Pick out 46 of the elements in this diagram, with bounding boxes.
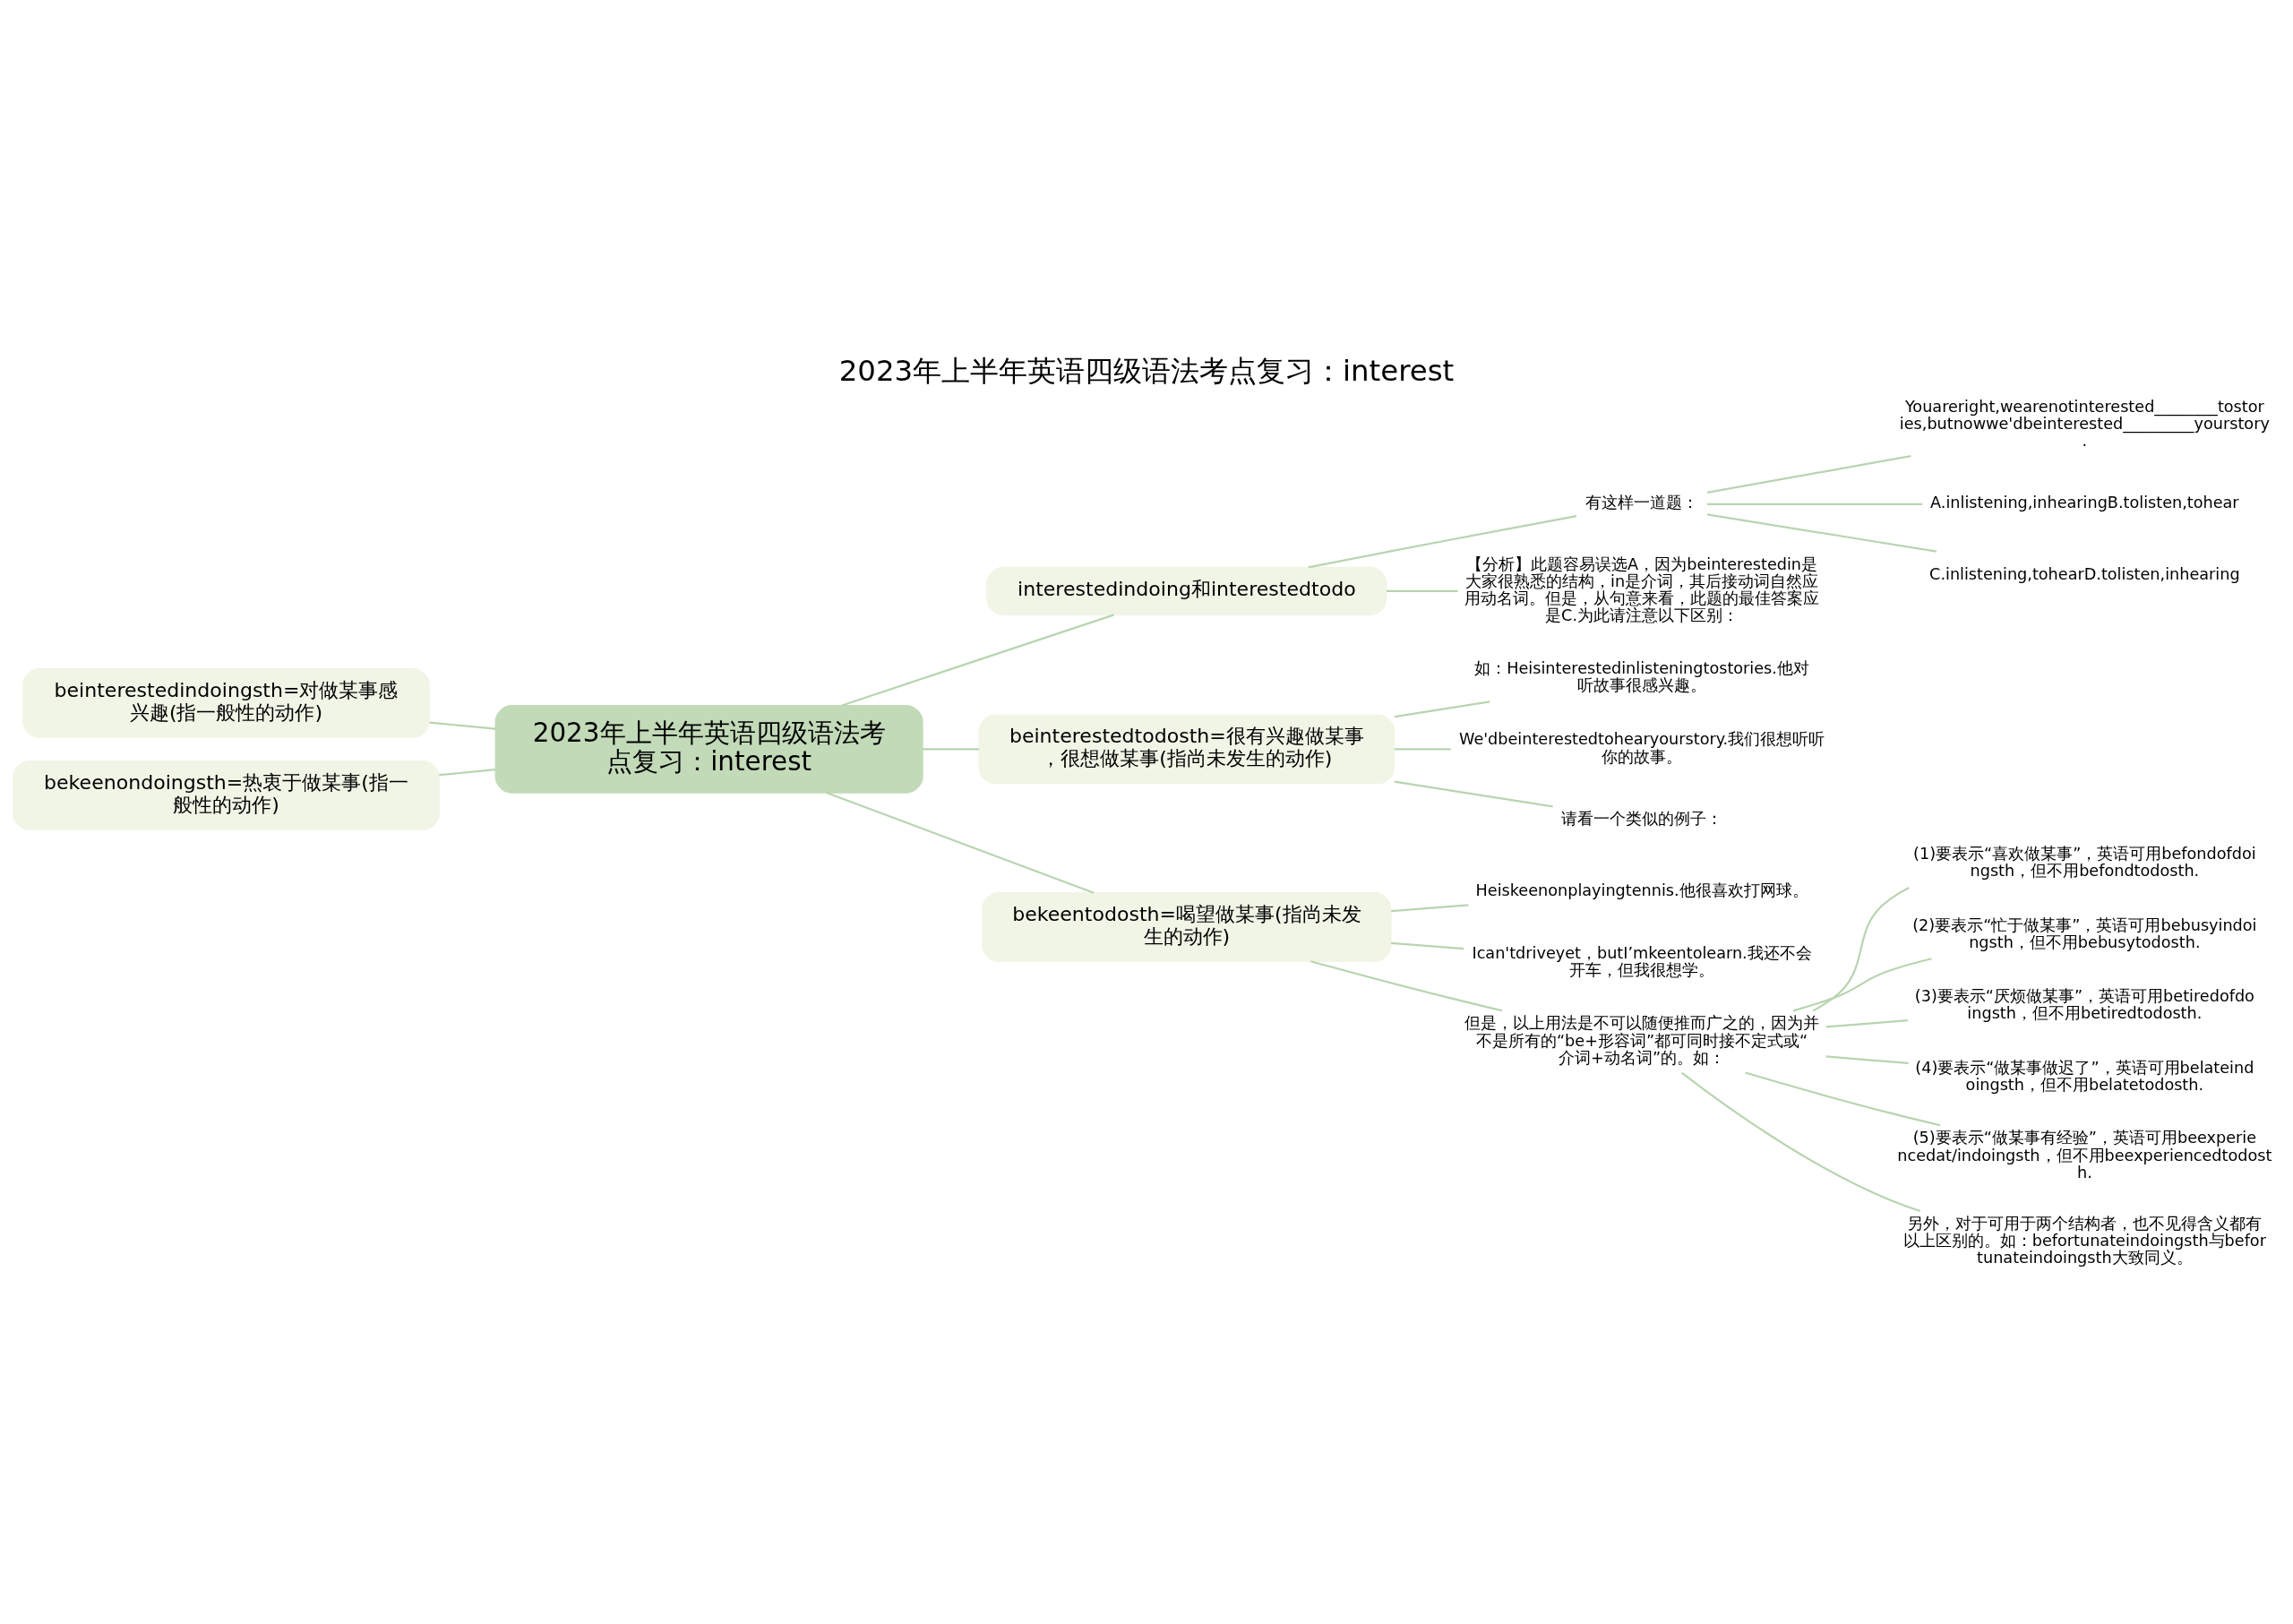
connector [429,720,496,730]
diagram-title: 2023年上半年英语四级语法考点复习：interest [838,353,1455,388]
node-text: 如：Heisinterestedinlisteningtostories.他对听故事很感兴趣。 [1474,658,1809,694]
connector [1310,959,1503,1011]
connector [1391,941,1464,949]
connector [1706,512,1937,553]
node-text: (5)要表示“做某事有经验”，英语可用beexperiencedat/indoingsth，但不用beexperiencedtodosth. [1897,1128,2272,1181]
connector [1391,903,1469,912]
connector [841,613,1114,707]
connector [1825,1018,1908,1028]
connector [1386,589,1458,592]
node-text: 请看一个类似的例子： [1561,809,1723,828]
node-text: Ican'tdriveyet，butI’mkeentolearn.我还不会开车，但我很想学。 [1472,943,1812,979]
connector [922,747,980,750]
node-text: C.inlistening,tohearD.tolisten,inhearing [1929,564,2240,583]
connector [1745,1071,1941,1126]
node-text: (2)要表示“忙于做某事”，英语可用bebusyindoingsth，但不用bebusytodosth. [1912,915,2257,951]
connector [1394,700,1490,717]
node-text: We'dbeinterestedtohearyourstory.我们很想听听你的故事。 [1458,729,1825,766]
node-box: bekeentodosth=喝望做某事(指尚未发生的动作) [982,891,1392,962]
node-text: 但是，以上用法是不可以随便推而广之的，因为并不是所有的“be+形容词”都可同时接不定式或“介词+动名词”的。如： [1464,1013,1820,1067]
node-text: Youareright,wearenotinterested________tostories,butnowwe'dbeinterested_________yourstory. [1899,397,2270,450]
node-text: 有这样一道题： [1585,493,1699,511]
node-text: 另外，对于可用于两个结构者，也不见得含义都有以上区别的。如：befortunateindoingsth与befortunateindoingsth大致同义。 [1902,1214,2266,1267]
node-text: (3)要表示“厌烦做某事”，英语可用betiredofdoingsth，但不用betiredtodosth. [1914,986,2254,1022]
connector [1394,780,1553,807]
connector [1792,957,1932,1011]
node-box: 2023年上半年英语四级语法考点复习：interest [494,704,923,794]
connector [1825,1054,1909,1064]
node-text: (1)要表示“喜欢做某事”，英语可用befondofdoingsth，但不用befondtodosth. [1913,844,2256,880]
node-text: (4)要表示“做某事做迟了”，英语可用belateindoingsth，但不用belatetodosth. [1915,1058,2254,1094]
connector [1394,747,1451,750]
node-text: Heiskeenonplayingtennis.他很喜欢打网球。 [1475,881,1808,899]
node-box: interestedindoing和interestedtodo [986,566,1387,615]
connector [1706,454,1911,494]
connector [439,768,495,776]
node-text: A.inlistening,inhearingB.tolisten,tohear [1930,493,2239,511]
node-box: bekeenondoingsth=热衷于做某事(指一般性的动作) [13,760,440,830]
node-box: beinterestedindoingsth=对做某事感兴趣(指一般性的动作) [22,667,430,738]
connector [1680,1071,1921,1212]
connector [1812,886,1910,1011]
connector [826,791,1095,894]
connector [1308,514,1577,568]
node-box: beinterestedtodosth=很有兴趣做某事，很想做某事(指尚未发生的动作) [978,713,1396,784]
node-text: 【分析】此题容易误选A，因为beinterestedin是大家很熟悉的结构，in是介词，其后接动词自然应用动名词。但是，从句意来看，此题的最佳答案应是C.为此请注意以下区别： [1464,554,1820,624]
connector [1707,503,1923,505]
